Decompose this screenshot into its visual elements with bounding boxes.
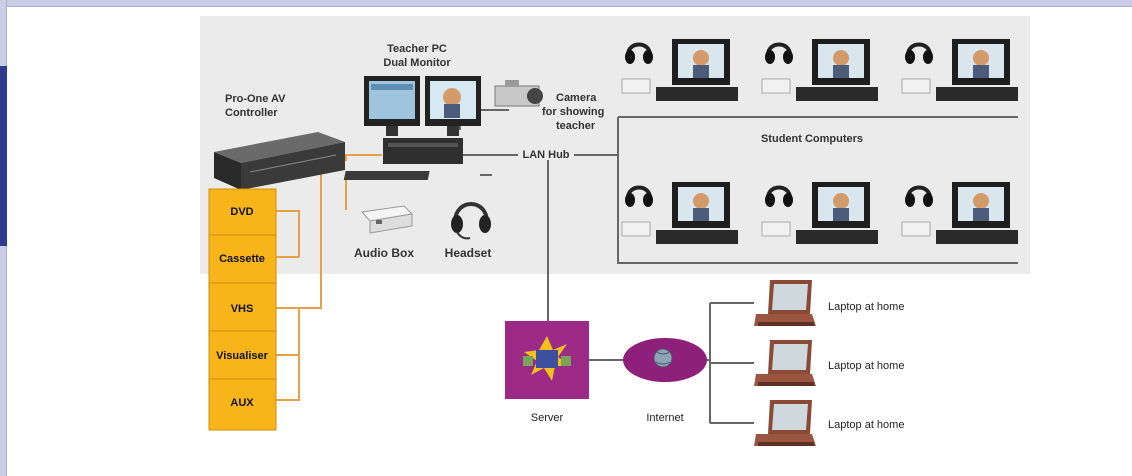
internet-label: Internet <box>646 412 683 424</box>
source-label-dvd: DVD <box>230 206 253 218</box>
internet-icon[interactable] <box>623 338 707 382</box>
student-workstation <box>621 39 738 101</box>
teacher-pc <box>343 76 481 180</box>
teacher-pc-unit <box>383 138 463 164</box>
source-box-dvd[interactable] <box>208 188 277 236</box>
server-label: Server <box>531 412 564 424</box>
source-label-visualiser: Visualiser <box>216 350 268 362</box>
audio-box-label: Audio Box <box>354 246 414 260</box>
controller-label-line2: Controller <box>225 107 278 119</box>
source-box-vhs[interactable] <box>208 282 277 332</box>
student-workstation <box>901 182 1018 244</box>
student-workstation <box>621 182 738 244</box>
audio-box-icon <box>361 205 414 234</box>
laptop-label-3: Laptop at home <box>828 419 904 431</box>
student-workstation <box>761 182 878 244</box>
teacher-pc-label-line2: Dual Monitor <box>383 57 451 69</box>
camera-label-line2: for showing <box>542 106 604 118</box>
student-workstation <box>901 39 1018 101</box>
laptop-label-1: Laptop at home <box>828 301 904 313</box>
teacher-pc-label-line1: Teacher PC <box>387 43 447 55</box>
camera-label-line3: teacher <box>556 120 596 132</box>
headset-icon <box>451 202 491 240</box>
source-label-aux: AUX <box>230 397 254 409</box>
camera-label-line1: Camera <box>556 92 597 104</box>
source-box-visualiser[interactable] <box>208 330 277 380</box>
source-boxes <box>208 188 277 431</box>
source-label-cassette: Cassette <box>219 253 265 265</box>
laptop-icon <box>754 340 816 386</box>
teacher-keyboard <box>343 171 430 180</box>
lan-hub-box <box>518 146 574 160</box>
av-controller <box>214 132 345 190</box>
laptop-label-2: Laptop at home <box>828 360 904 372</box>
window-top-frame <box>0 0 1132 7</box>
server-icon[interactable] <box>505 321 589 399</box>
source-label-vhs: VHS <box>231 303 254 315</box>
controller-label-line1: Pro-One AV <box>225 93 286 105</box>
student-workstation <box>761 39 878 101</box>
headset-label: Headset <box>445 246 492 260</box>
side-tab[interactable] <box>0 66 7 246</box>
camera-icon <box>494 80 543 107</box>
lan-hub-label: LAN Hub <box>522 149 569 161</box>
laptop-icon <box>754 280 816 326</box>
source-box-cassette[interactable] <box>208 234 277 284</box>
student-computers-label: Student Computers <box>761 133 863 145</box>
source-box-aux[interactable] <box>208 378 277 431</box>
av-connections <box>276 154 382 401</box>
laptop-icon <box>754 400 816 446</box>
